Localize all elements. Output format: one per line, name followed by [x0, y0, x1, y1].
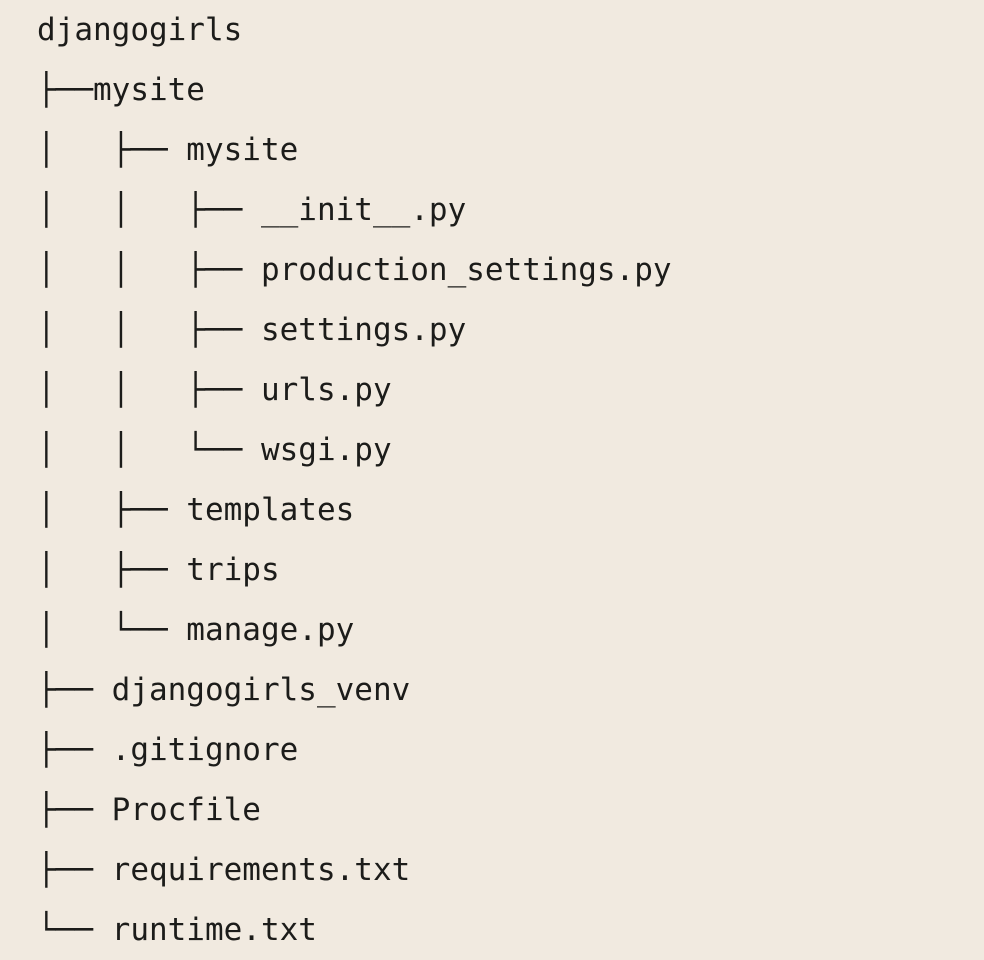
tree-line-mysite-inner: │ ├── mysite [37, 132, 299, 168]
tree-line-runtime-txt: └── runtime.txt [37, 912, 317, 948]
tree-line-wsgi-py: │ │ └── wsgi.py [37, 432, 392, 468]
tree-line-urls-py: │ │ ├── urls.py [37, 372, 392, 408]
tree-line-trips: │ ├── trips [37, 552, 280, 588]
tree-line-requirements-txt: ├── requirements.txt [37, 852, 411, 888]
tree-line-manage-py: │ └── manage.py [37, 612, 355, 648]
tree-line-production-settings-py: │ │ ├── production_settings.py [37, 252, 672, 288]
tree-line-init-py: │ │ ├── __init__.py [37, 192, 467, 228]
tree-line-procfile: ├── Procfile [37, 792, 261, 828]
tree-line-gitignore: ├── .gitignore [37, 732, 299, 768]
tree-line-settings-py: │ │ ├── settings.py [37, 312, 467, 348]
tree-line-root-djangogirls: djangogirls [37, 12, 243, 48]
tree-line-templates: │ ├── templates [37, 492, 355, 528]
tree-line-djangogirls-venv: ├── djangogirls_venv [37, 672, 411, 708]
tree-line-mysite: ├──mysite [37, 72, 205, 108]
